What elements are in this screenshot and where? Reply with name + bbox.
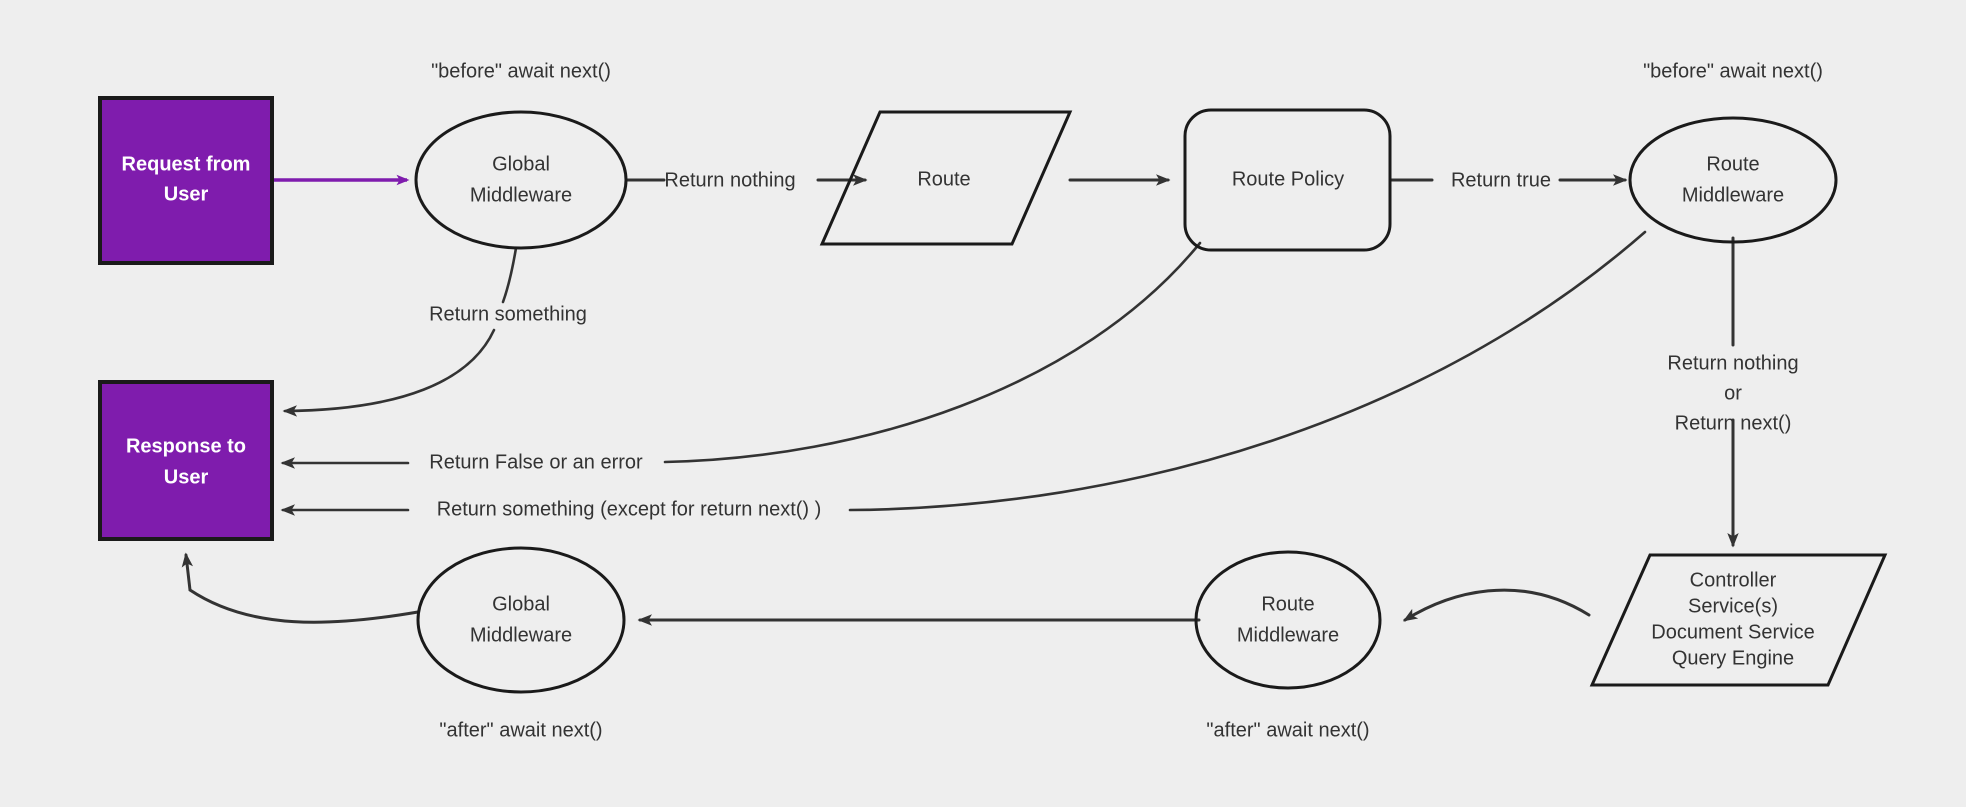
node-route-middleware-after[interactable]: Route Middleware xyxy=(1194,550,1382,690)
route-middleware-before-label-line1: Route xyxy=(1706,153,1759,175)
edge-global-after-to-response xyxy=(181,552,420,624)
edge-label-return-nothing-down: Return nothing xyxy=(1667,352,1798,374)
edge-label-return-something: Return something xyxy=(429,303,587,325)
edge-label-return-next: Return next() xyxy=(1675,412,1792,434)
route-middleware-after-label-line2: Middleware xyxy=(1237,624,1339,646)
request-from-user-label-line2: User xyxy=(164,183,209,205)
edge-label-return-false-or-error: Return False or an error xyxy=(429,451,643,473)
edge-route-middleware-return-something xyxy=(280,230,1647,516)
global-middleware-after-label-line1: Global xyxy=(492,593,550,615)
response-to-user-label-line2: User xyxy=(164,466,209,488)
node-route-middleware-before[interactable]: Route Middleware xyxy=(1628,116,1838,244)
node-controller[interactable]: Controller Service(s) Document Service Q… xyxy=(1589,553,1888,687)
annotation-after-global: "after" await next() xyxy=(439,719,602,741)
global-middleware-after-label-line2: Middleware xyxy=(470,624,572,646)
edge-label-or: or xyxy=(1724,382,1742,404)
annotation-before-route-middleware: "before" await next() xyxy=(1643,60,1823,82)
controller-label-line2: Service(s) xyxy=(1688,595,1778,617)
route-label: Route xyxy=(917,168,970,190)
node-request-from-user[interactable]: Request from User xyxy=(98,96,274,265)
node-response-to-user[interactable]: Response to User xyxy=(98,380,274,541)
edge-label-return-something-except-next: Return something (except for return next… xyxy=(437,498,822,520)
controller-label-line4: Query Engine xyxy=(1672,647,1794,669)
route-policy-label: Route Policy xyxy=(1232,168,1344,190)
edge-label-return-nothing: Return nothing xyxy=(664,169,795,191)
route-middleware-before-label-line2: Middleware xyxy=(1682,184,1784,206)
response-to-user-label-line1: Response to xyxy=(126,435,246,457)
annotation-before-global: "before" await next() xyxy=(431,60,611,82)
node-global-middleware-after[interactable]: Global Middleware xyxy=(416,546,626,694)
node-global-middleware-before[interactable]: Global Middleware xyxy=(414,110,628,250)
edge-label-return-true: Return true xyxy=(1451,169,1551,191)
request-from-user-label-line1: Request from xyxy=(122,153,251,175)
annotation-after-route-middleware: "after" await next() xyxy=(1206,719,1369,741)
global-middleware-before-label-line2: Middleware xyxy=(470,184,572,206)
edge-policy-return-false xyxy=(280,241,1202,469)
edge-global-return-something xyxy=(282,246,518,417)
edge-controller-to-route-middleware-after xyxy=(1402,588,1591,622)
node-route[interactable]: Route xyxy=(819,110,1073,246)
node-route-policy[interactable]: Route Policy xyxy=(1183,108,1392,252)
global-middleware-before-label-line1: Global xyxy=(492,153,550,175)
controller-label-line3: Document Service xyxy=(1651,621,1814,643)
controller-label-line1: Controller xyxy=(1690,569,1777,591)
route-middleware-after-label-line1: Route xyxy=(1261,593,1314,615)
